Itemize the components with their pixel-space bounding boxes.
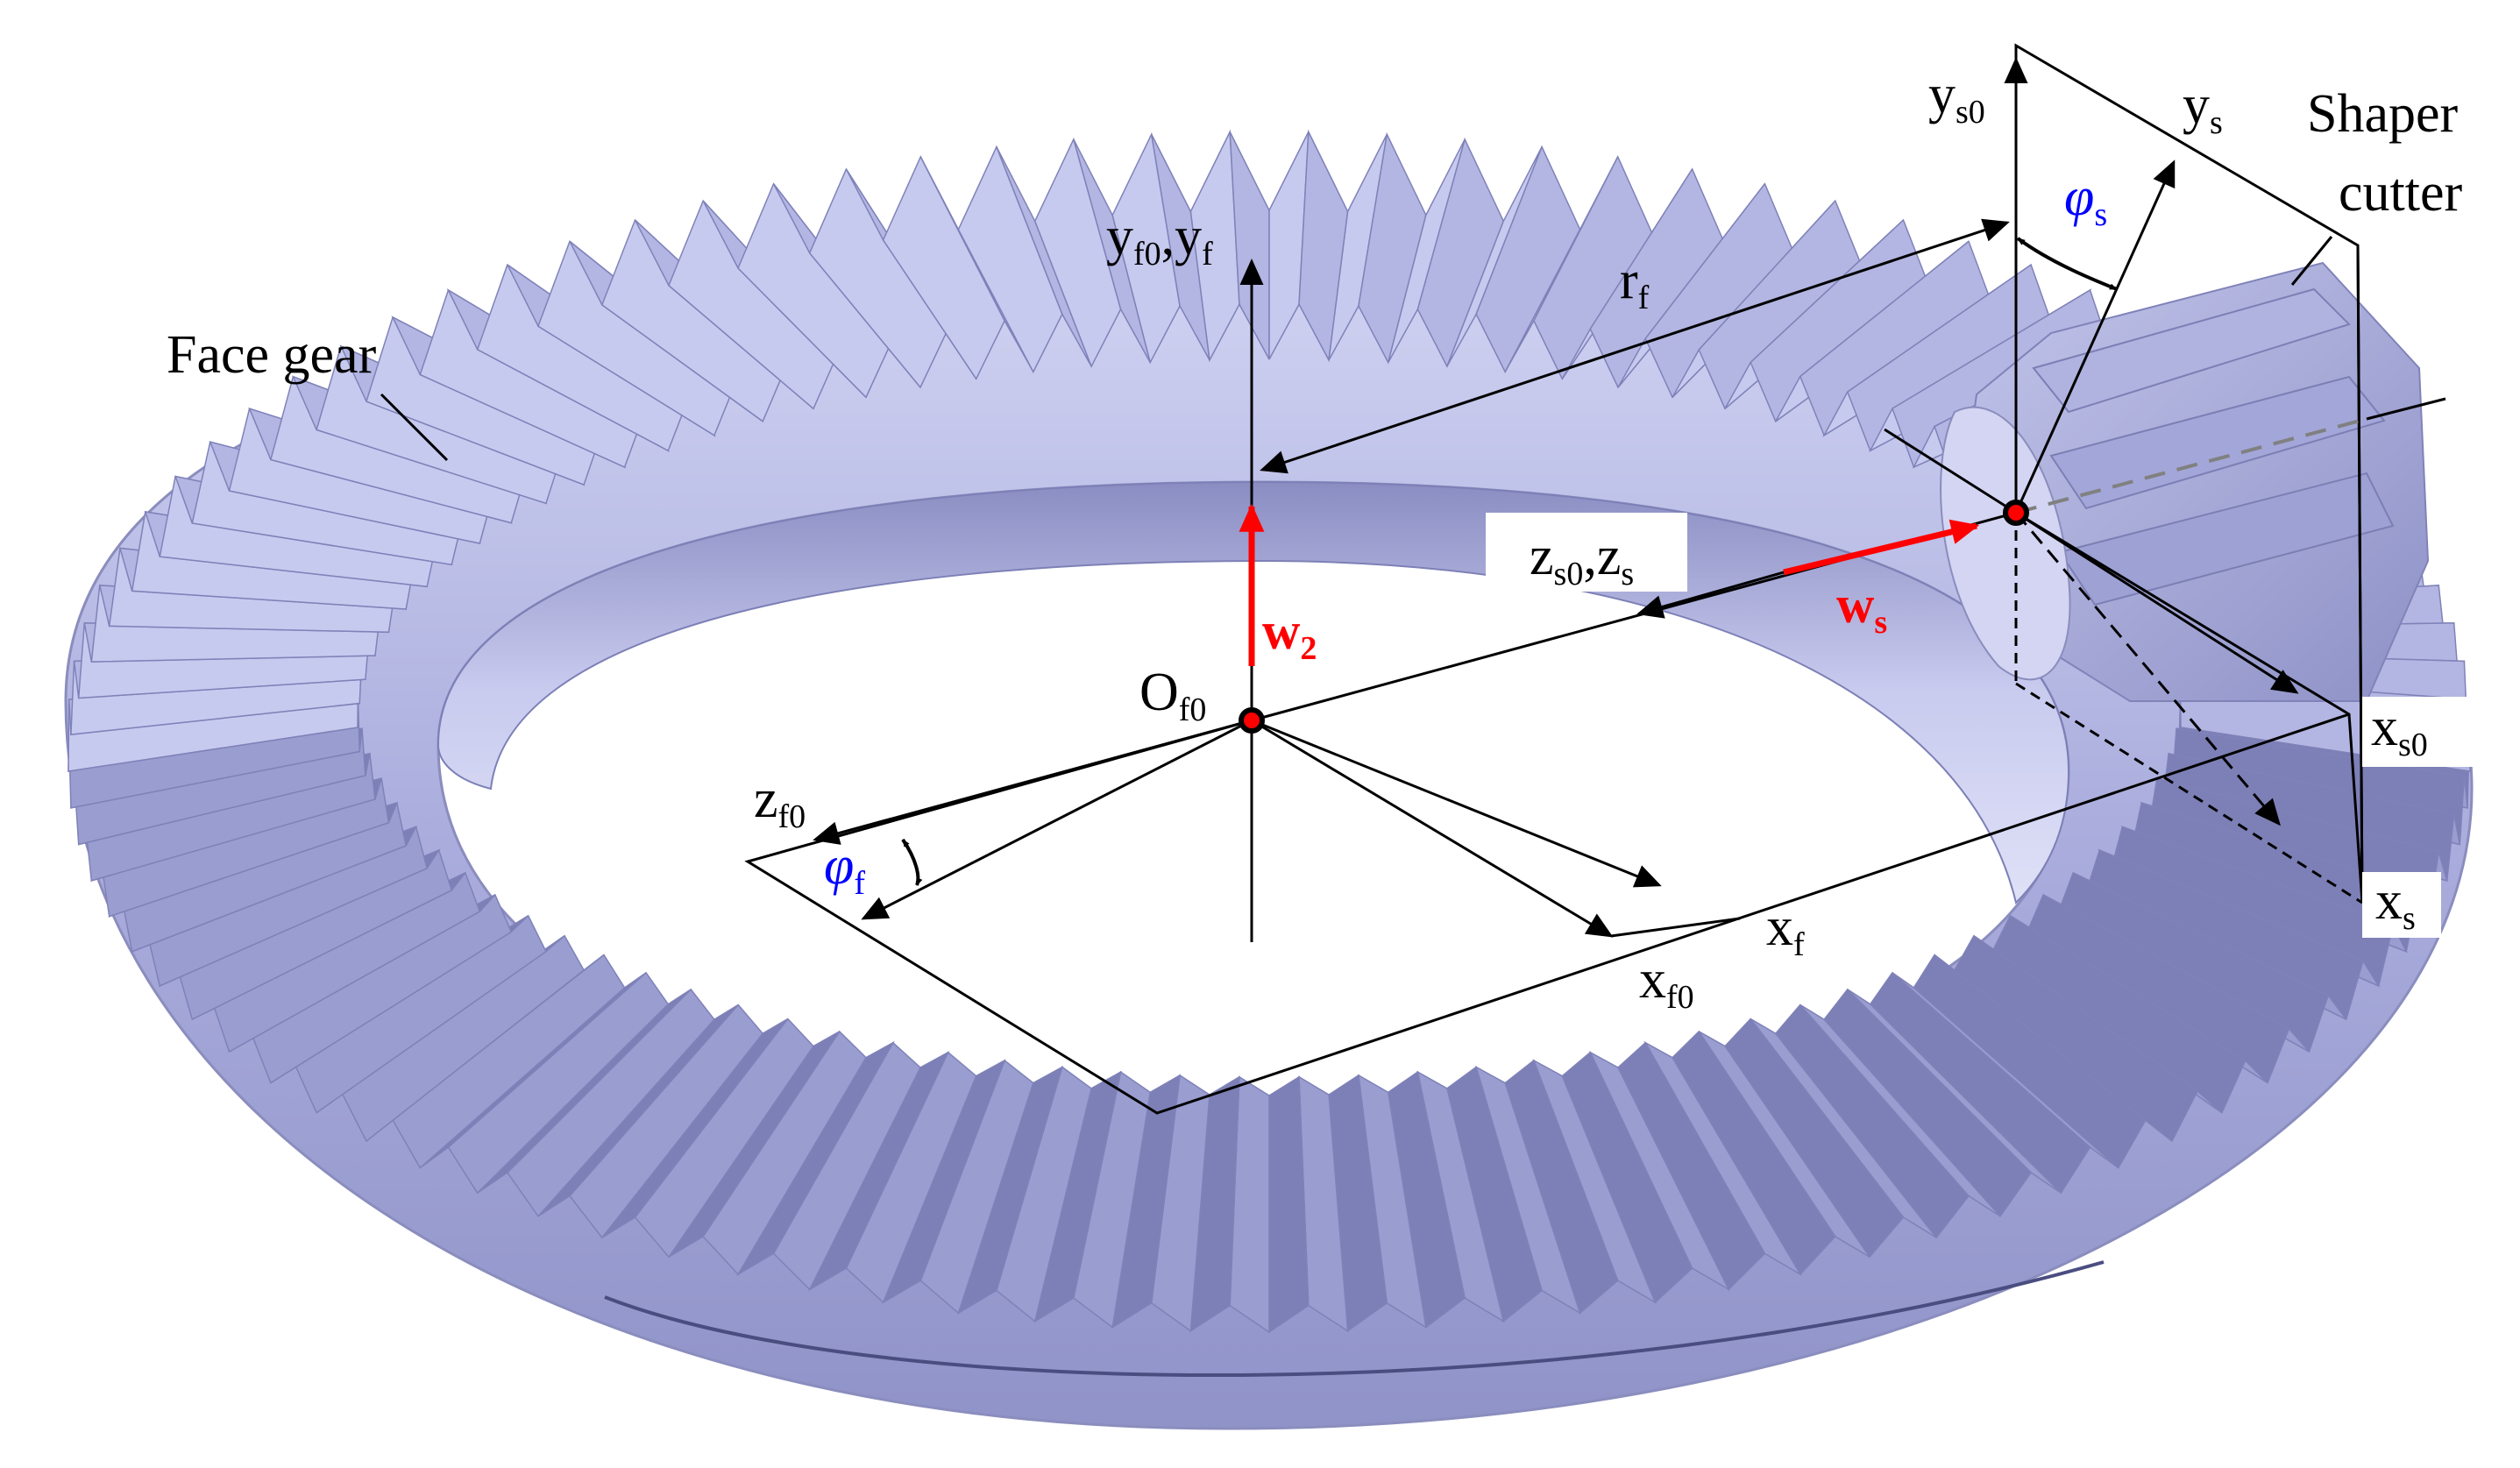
- label-zs: zs0,zs: [1530, 527, 1634, 592]
- labels: Face gear Shaper cutter Of0 yf0,yf rf ys…: [167, 65, 2462, 1016]
- label-xs: xs: [2375, 871, 2416, 937]
- origin-f0-dot: [1239, 707, 1265, 734]
- zs-arrow: [1636, 571, 1785, 619]
- phis-arc: [2016, 237, 2118, 291]
- label-phis: φs: [2064, 167, 2107, 233]
- label-zf0: zf0: [754, 769, 806, 835]
- xf-axis-ext: [1610, 917, 1741, 938]
- label-ws: ws: [1836, 576, 1887, 641]
- velocity-vectors: [1239, 503, 1980, 666]
- xf0-axis: [1251, 719, 1614, 938]
- shaper-leader: [2290, 236, 2333, 286]
- cutter-frame: [1884, 43, 2446, 904]
- zf-axis: [861, 719, 1253, 920]
- cutter-teeth: [2032, 287, 2395, 606]
- face-gear: [64, 129, 2474, 1430]
- zf0-axis: [813, 719, 1253, 845]
- label-ys: ys: [2183, 75, 2223, 141]
- label-phif: φf: [824, 836, 865, 902]
- cutter-axis-out: [2366, 397, 2446, 421]
- xf-axis: [1251, 719, 1662, 888]
- label-yf: yf0,yf: [1106, 207, 1213, 273]
- xs0-axis: [2015, 511, 2299, 694]
- label-xf0: xf0: [1639, 950, 1694, 1016]
- cutter-axis-dashed: [2015, 417, 2367, 514]
- cutter-center-dot: [2003, 500, 2029, 526]
- label-w2: w2: [1262, 602, 1317, 667]
- ws-vector: [1783, 519, 1980, 576]
- origin-points: [1239, 500, 2029, 734]
- label-ys0: ys0: [1928, 65, 1985, 131]
- label-cutter: cutter: [2339, 163, 2462, 223]
- cutter-axis-solid: [1884, 428, 2017, 514]
- cutter-plane-edge: [2356, 245, 2364, 904]
- label-backgrounds: [1486, 513, 2476, 938]
- label-xs0: xs0: [2371, 698, 2428, 763]
- phif-arc: [901, 838, 923, 886]
- rf-dimension: [1260, 218, 2010, 474]
- label-xf: xf: [1766, 897, 1805, 963]
- gear-teeth: [67, 129, 2471, 1334]
- xs-axis: [2014, 512, 2281, 826]
- ys-axis: [2014, 160, 2176, 514]
- label-rf: rf: [1620, 251, 1650, 316]
- gear-frame: [744, 218, 2350, 1115]
- label-face-gear: Face gear: [167, 325, 377, 385]
- face-gear-leader: [380, 393, 449, 462]
- gear-frame-plane: [744, 713, 2350, 1115]
- label-shaper: Shaper: [2307, 84, 2459, 144]
- gear-bottom-rim: [604, 1260, 2105, 1378]
- cutter-plane-bottom: [2015, 682, 2363, 904]
- cutter-end-face: [1940, 406, 2071, 681]
- label-origin: Of0: [1139, 663, 1206, 728]
